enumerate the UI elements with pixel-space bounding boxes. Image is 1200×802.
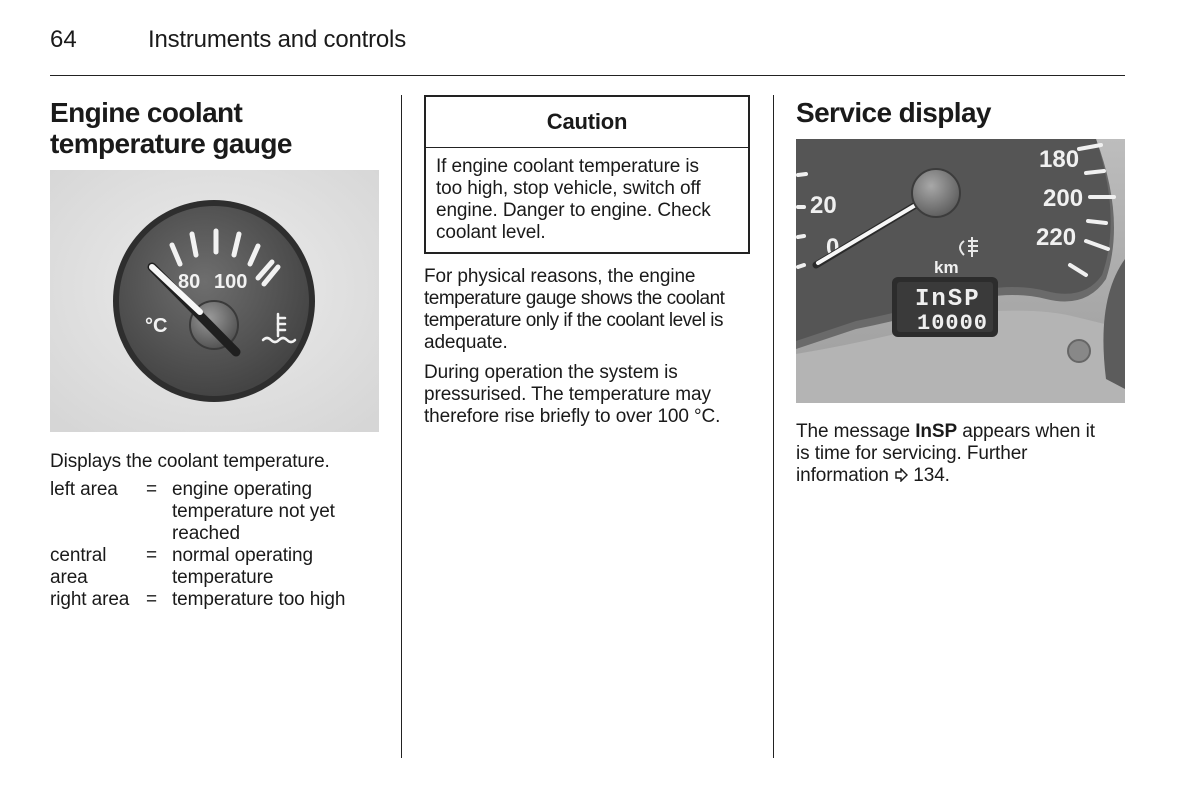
page-number: 64 xyxy=(50,26,77,53)
fog-lamp-icon xyxy=(959,237,978,257)
pressurised-paragraph: During operation the system is pressuris… xyxy=(424,362,721,427)
legend-row-central-area: central area = normal operating temperat… xyxy=(50,545,313,588)
coolant-gauge-figure: 80 100 °C xyxy=(50,170,379,432)
coolant-gauge-heading: Engine coolant temperature gauge xyxy=(50,97,292,159)
gauge-legend: left area = engine operating temperature… xyxy=(50,479,370,611)
coolant-warning-icon xyxy=(261,312,297,344)
gauge-description: Displays the coolant temperature. xyxy=(50,451,330,472)
lcd-insp-text: InSP xyxy=(915,286,981,313)
caution-box: Caution If engine coolant temperature is… xyxy=(424,95,750,254)
legend-row-right-area: right area = temperature too high xyxy=(50,589,346,610)
service-display-heading: Service display xyxy=(796,97,992,128)
speed-mark-220: 220 xyxy=(1036,224,1076,251)
speed-unit: km xyxy=(934,258,959,277)
legend-row-left-area: left area = engine operating temperature… xyxy=(50,479,335,544)
gauge-label-80: 80 xyxy=(178,271,200,293)
column-divider xyxy=(401,95,402,758)
caution-divider xyxy=(426,147,748,148)
physical-reasons-paragraph: For physical reasons, the engine tempera… xyxy=(424,266,725,353)
caution-title: Caution xyxy=(546,109,628,134)
gauge-label-100: 100 xyxy=(214,271,247,293)
insp-keyword: InSP xyxy=(915,421,958,442)
caution-text: If engine coolant temperature is too hig… xyxy=(436,156,711,243)
lcd-odometer-text: 10000 xyxy=(917,311,988,336)
gauge-unit: °C xyxy=(145,315,167,337)
page-reference-link[interactable]: 134. xyxy=(913,465,950,486)
service-display-figure: 180 200 220 20 0 km InSP 10000 xyxy=(796,139,1125,403)
page-reference-arrow-icon xyxy=(894,465,909,486)
speed-mark-180: 180 xyxy=(1039,146,1079,173)
service-paragraph: The message InSP appears when it is time… xyxy=(796,421,1095,486)
column-divider xyxy=(773,95,774,758)
header-rule xyxy=(50,75,1125,76)
section-title: Instruments and controls xyxy=(148,26,406,53)
speed-mark-20: 20 xyxy=(810,192,837,219)
speed-mark-200: 200 xyxy=(1043,185,1083,212)
